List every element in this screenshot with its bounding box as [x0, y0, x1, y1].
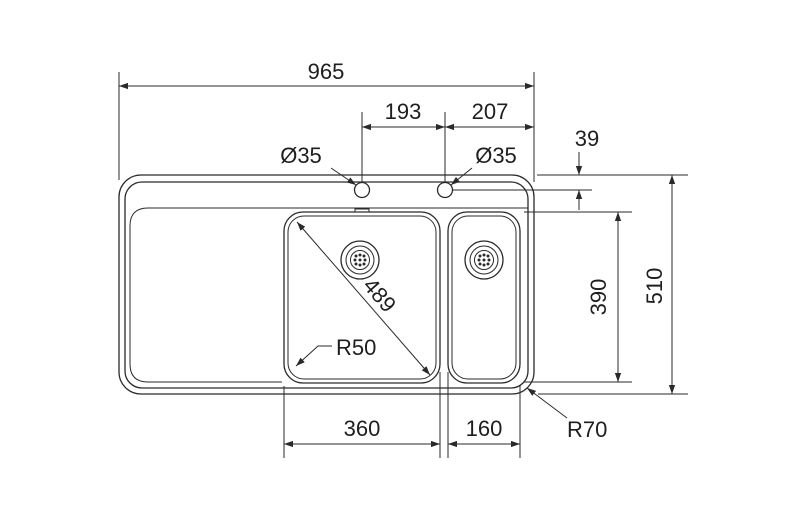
dimension-outer-radius: R70	[526, 387, 607, 442]
tap-hole-right-icon	[436, 181, 454, 199]
tap-hole-right-label: Ø35	[475, 143, 517, 168]
dimension-tap-positions: 193 207	[361, 99, 534, 183]
radius-r70-label: R70	[567, 417, 607, 442]
dimension-390-label: 390	[586, 279, 611, 316]
tap-hole-leaders: Ø35 Ø35	[280, 143, 517, 186]
dimension-160-label: 160	[466, 416, 503, 441]
dimension-inner-radius: R50	[295, 335, 376, 367]
dimension-207-label: 207	[472, 99, 509, 124]
sink-outline	[118, 174, 535, 395]
dimension-top-offset: 39	[452, 126, 599, 210]
small-bowl-drain-icon	[464, 240, 504, 280]
dimension-bowl-widths: 360 160	[283, 372, 521, 458]
dimension-510-label: 510	[642, 268, 667, 305]
dimension-bowl-depth: 390	[524, 211, 632, 383]
main-bowl-drain-icon	[340, 240, 380, 280]
dimension-overall-depth: 510	[538, 174, 688, 395]
dimension-965-label: 965	[308, 59, 345, 84]
radius-r50-label: R50	[336, 335, 376, 360]
tap-hole-left-label: Ø35	[280, 143, 322, 168]
dimension-489-label: 489	[358, 273, 401, 317]
dimension-39-label: 39	[575, 126, 599, 151]
main-bowl	[283, 211, 441, 384]
dimension-193-label: 193	[385, 99, 422, 124]
dimension-360-label: 360	[344, 416, 381, 441]
small-bowl	[447, 211, 521, 384]
